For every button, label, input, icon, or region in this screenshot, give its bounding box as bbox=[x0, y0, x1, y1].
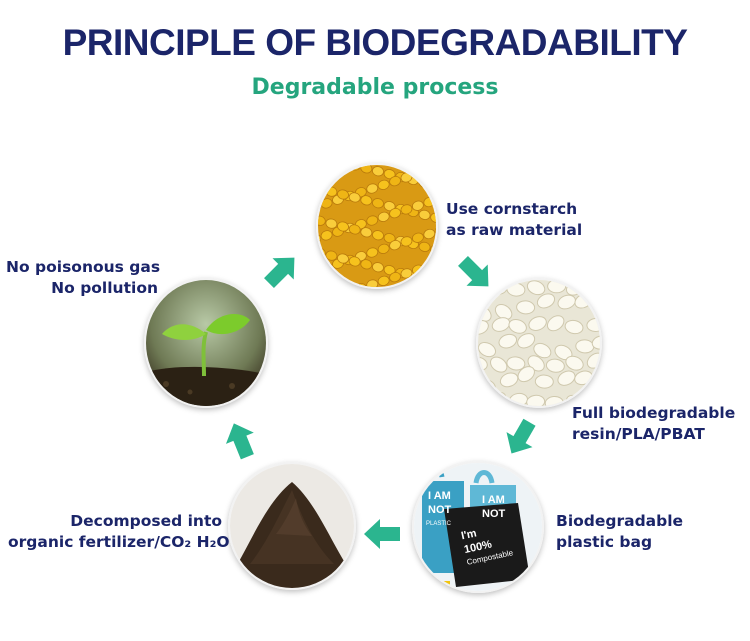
cycle-arrow-icon bbox=[360, 511, 406, 557]
stage-label-line: plastic bag bbox=[556, 533, 653, 551]
stage-label-line: Use cornstarch bbox=[446, 200, 578, 218]
stage-label-line: No poisonous gas bbox=[6, 258, 161, 276]
resin-pellets-image bbox=[476, 278, 602, 408]
stage-label-line: Biodegradable bbox=[556, 512, 684, 530]
stage-label-bag: Biodegradable plastic bag bbox=[556, 511, 683, 553]
cycle-arrow-icon bbox=[442, 240, 507, 305]
page-subtitle: Degradable process bbox=[251, 75, 499, 100]
bag-print-text: NOT bbox=[482, 508, 506, 520]
cycle-arrow-icon bbox=[248, 238, 313, 303]
stage-label-line: No pollution bbox=[51, 279, 158, 297]
corn-kernels-image bbox=[316, 163, 438, 289]
stage-label-cornstarch: Use cornstarch as raw material bbox=[446, 199, 582, 241]
stage-label-line: Full biodegradable bbox=[572, 404, 736, 422]
stage-label-line: resin/PLA/PBAT bbox=[572, 425, 705, 443]
bag-print-text: I AM bbox=[482, 494, 505, 506]
cycle-arrow-icon bbox=[211, 411, 271, 471]
stage-label-resin: Full biodegradable resin/PLA/PBAT bbox=[572, 403, 735, 445]
soil-pile-image bbox=[228, 462, 356, 590]
bag-print-text: NOT bbox=[428, 504, 452, 516]
cycle-arrow-icon bbox=[490, 406, 553, 469]
page-title: PRINCIPLE OF BIODEGRADABILITY bbox=[62, 22, 688, 63]
bag-print-text: I AM bbox=[428, 490, 451, 502]
bag-print-text: PLASTIC bbox=[426, 521, 452, 527]
stage-label-line: organic fertilizer/CO₂ H₂O bbox=[8, 533, 230, 551]
stage-label-line: as raw material bbox=[446, 221, 583, 239]
plastic-bag-image: I AM NOT PLASTIC I AM NOT I'm 100% Compo… bbox=[412, 461, 544, 593]
bag-print-text: I'm bbox=[460, 527, 478, 542]
stage-label-line: Decomposed into bbox=[70, 512, 222, 530]
bag-print-text: 100% bbox=[463, 538, 493, 556]
stage-label-seedling: No poisonous gas No pollution bbox=[6, 257, 161, 299]
seedling-image bbox=[144, 278, 268, 408]
stage-label-fertilizer: Decomposed into organic fertilizer/CO₂ H… bbox=[8, 511, 230, 553]
